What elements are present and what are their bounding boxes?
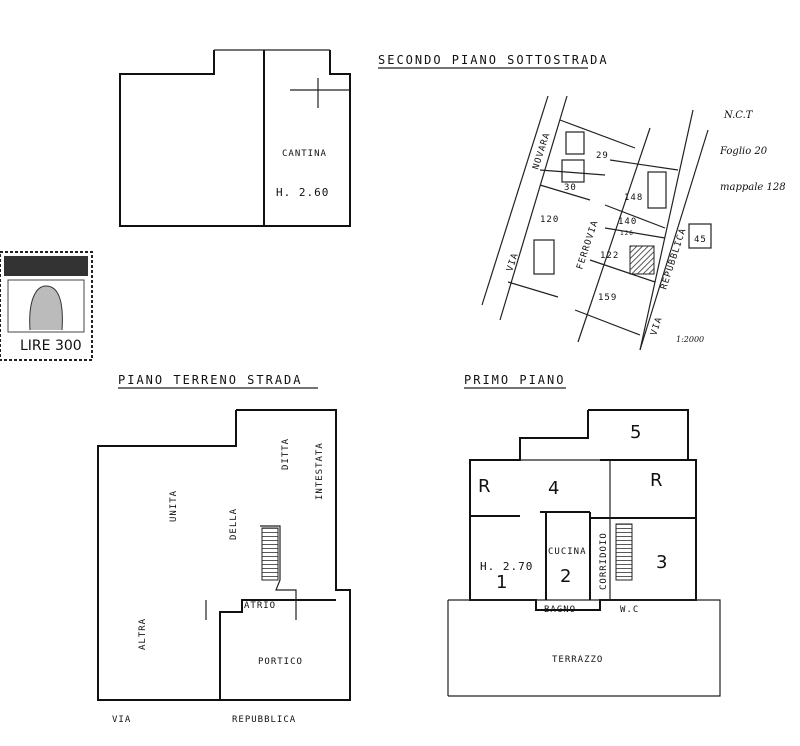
room-portico: PORTICO (258, 657, 303, 667)
room-cantina: CANTINA (282, 149, 327, 159)
map-foglio: Foglio 20 (719, 146, 768, 157)
parcel-140: 140 (618, 217, 637, 227)
room-bagno: BAGNO (544, 605, 576, 615)
parcel-159: 159 (598, 293, 617, 303)
parcel-122: 122 (600, 251, 619, 261)
stamp-value: LIRE 300 (20, 338, 82, 354)
parcel-29: 29 (596, 151, 609, 161)
room-2: 2 (560, 566, 571, 587)
parcel-148: 148 (624, 193, 643, 203)
room-3: 3 (656, 552, 667, 573)
ground-floor-plan: PIANO TERRENO STRADA ALTRA UNITA DELLA D… (97, 373, 351, 725)
street-via: VIA (112, 715, 131, 725)
basement-title: SECONDO PIANO SOTTOSTRADA (378, 53, 609, 67)
ferrovia-label: FERROVIA (575, 219, 600, 271)
word-unita: UNITA (169, 490, 179, 522)
word-altra: ALTRA (138, 618, 148, 650)
repubblica-label: REPUBBLICA (659, 227, 688, 291)
room-corridoio: CORRIDOIO (599, 532, 609, 590)
room-atrio: ATRIO (244, 601, 276, 611)
room-r-left: R (478, 476, 491, 497)
first-floor-plan: PRIMO PIANO R 4 5 R H. 2.70 1 CUCINA 2 C… (447, 373, 721, 697)
parcel-120: 120 (540, 215, 559, 225)
room-r-right: R (650, 470, 663, 491)
room-cucina: CUCINA (548, 547, 587, 557)
room-5: 5 (630, 422, 641, 443)
first-height: H. 2.70 (480, 560, 533, 573)
room-terrazzo: TERRAZZO (552, 655, 603, 665)
map-mappale: mappale 128 (720, 182, 786, 193)
parcel-126: 126 (620, 230, 634, 237)
room-wc: W.C (620, 605, 639, 615)
first-title: PRIMO PIANO (464, 373, 565, 387)
basement-height: H. 2.60 (276, 186, 329, 199)
cadastral-map: 29 30 120 148 140 126 122 159 45 VIA NOV… (481, 95, 786, 351)
map-ref: N.C.T (723, 110, 754, 121)
ground-title: PIANO TERRENO STRADA (118, 373, 303, 387)
street-repubblica: REPUBBLICA (232, 715, 296, 725)
via2-label: VIA (649, 316, 664, 337)
basement-plan: SECONDO PIANO SOTTOSTRADA CANTINA H. 2.6… (119, 49, 609, 227)
revenue-stamp: LIRE 300 (0, 251, 93, 361)
parcel-30: 30 (564, 183, 577, 193)
word-intestata: INTESTATA (315, 442, 325, 500)
word-ditta: DITTA (281, 438, 291, 470)
room-1: 1 (496, 572, 507, 593)
parcel-45: 45 (694, 235, 707, 245)
room-4: 4 (548, 478, 559, 499)
word-della: DELLA (229, 508, 239, 540)
via-label: VIA (505, 252, 520, 273)
map-scale: 1:2000 (676, 335, 704, 344)
